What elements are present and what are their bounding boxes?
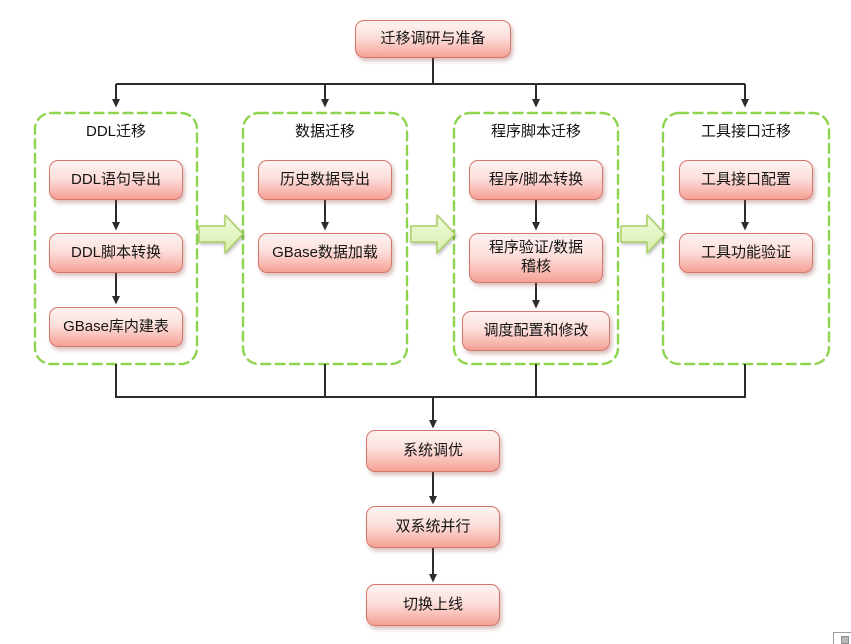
node-migration-research-prep: 迁移调研与准备 xyxy=(355,20,511,58)
node-program-verify-data-audit: 程序验证/数据 稽核 xyxy=(469,233,603,283)
flow-arrow-right-icon xyxy=(198,214,244,254)
group-ddl-migration: DDL迁移 DDL语句导出 DDL脚本转换 GBase库内建表 xyxy=(34,112,198,365)
node-ddl-script-convert: DDL脚本转换 xyxy=(49,233,183,273)
node-ddl-statement-export: DDL语句导出 xyxy=(49,160,183,200)
node-gbase-create-table: GBase库内建表 xyxy=(49,307,183,347)
image-placeholder-icon xyxy=(833,632,851,644)
node-switch-online: 切换上线 xyxy=(366,584,500,626)
group-title: 工具接口迁移 xyxy=(700,123,791,140)
group-data-migration: 数据迁移 历史数据导出 GBase数据加载 xyxy=(242,112,408,365)
group-title: 程序脚本迁移 xyxy=(490,123,581,140)
node-history-data-export: 历史数据导出 xyxy=(258,160,392,200)
flow-arrow-right-icon xyxy=(620,214,666,254)
node-schedule-config-modify: 调度配置和修改 xyxy=(462,311,610,351)
group-program-script-migration: 程序脚本迁移 程序/脚本转换 程序验证/数据 稽核 调度配置和修改 xyxy=(453,112,619,365)
node-tool-interface-config: 工具接口配置 xyxy=(679,160,813,200)
flow-arrow-right-icon xyxy=(410,214,456,254)
node-system-tuning: 系统调优 xyxy=(366,430,500,472)
node-tool-function-verify: 工具功能验证 xyxy=(679,233,813,273)
node-program-script-convert: 程序/脚本转换 xyxy=(469,160,603,200)
node-dual-system-parallel: 双系统并行 xyxy=(366,506,500,548)
group-title: 数据迁移 xyxy=(294,123,355,140)
group-title: DDL迁移 xyxy=(85,123,146,140)
node-gbase-data-load: GBase数据加载 xyxy=(258,233,392,273)
group-tool-interface-migration: 工具接口迁移 工具接口配置 工具功能验证 xyxy=(662,112,830,365)
